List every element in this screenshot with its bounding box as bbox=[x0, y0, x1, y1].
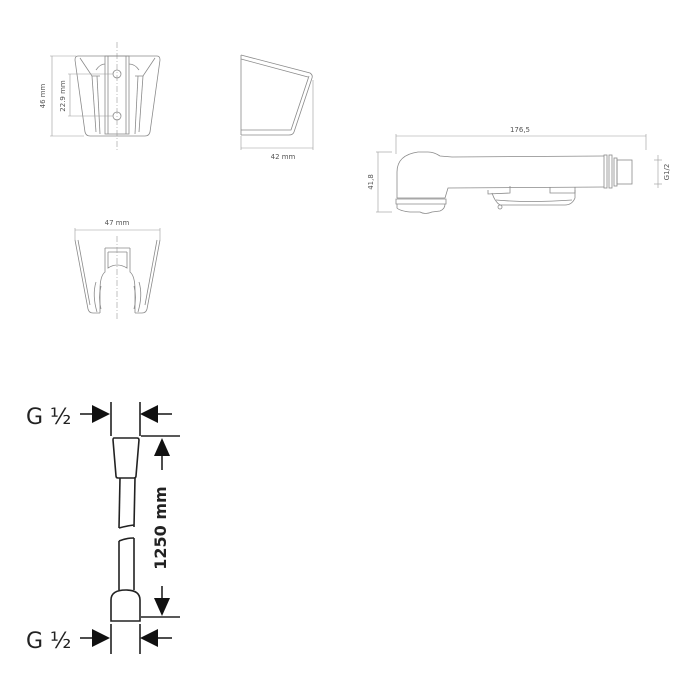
shower-hose-drawing: G ½ 1250 mm bbox=[26, 402, 180, 654]
bottom-connection-label: G ½ bbox=[26, 629, 71, 654]
arrow-left-icon bbox=[140, 629, 158, 647]
shower-height-label: 41,8 bbox=[367, 174, 375, 190]
arrow-left-icon bbox=[140, 405, 158, 423]
thread-size-label: G1/2 bbox=[663, 164, 671, 181]
bracket-width-label: 47 mm bbox=[105, 219, 130, 227]
hole-spacing-label: 22.9 mm bbox=[59, 80, 67, 112]
shower-length-label: 176,5 bbox=[510, 126, 530, 134]
bracket-top-view: 47 mm bbox=[74, 219, 161, 320]
hose-length-label: 1250 mm bbox=[151, 486, 170, 569]
arrow-up-icon bbox=[154, 438, 170, 456]
arrow-down-icon bbox=[154, 598, 170, 616]
bracket-front-view: 46 mm 22.9 mm bbox=[39, 42, 161, 150]
hand-shower-side-view: 176,5 41,8 G1/2 bbox=[367, 126, 671, 214]
bracket-depth-label: 42 mm bbox=[271, 153, 296, 161]
arrow-right-icon bbox=[92, 405, 110, 423]
top-connection-label: G ½ bbox=[26, 405, 71, 430]
arrow-right-icon bbox=[92, 629, 110, 647]
bracket-height-label: 46 mm bbox=[39, 83, 47, 108]
bracket-side-view: 42 mm bbox=[240, 54, 314, 161]
